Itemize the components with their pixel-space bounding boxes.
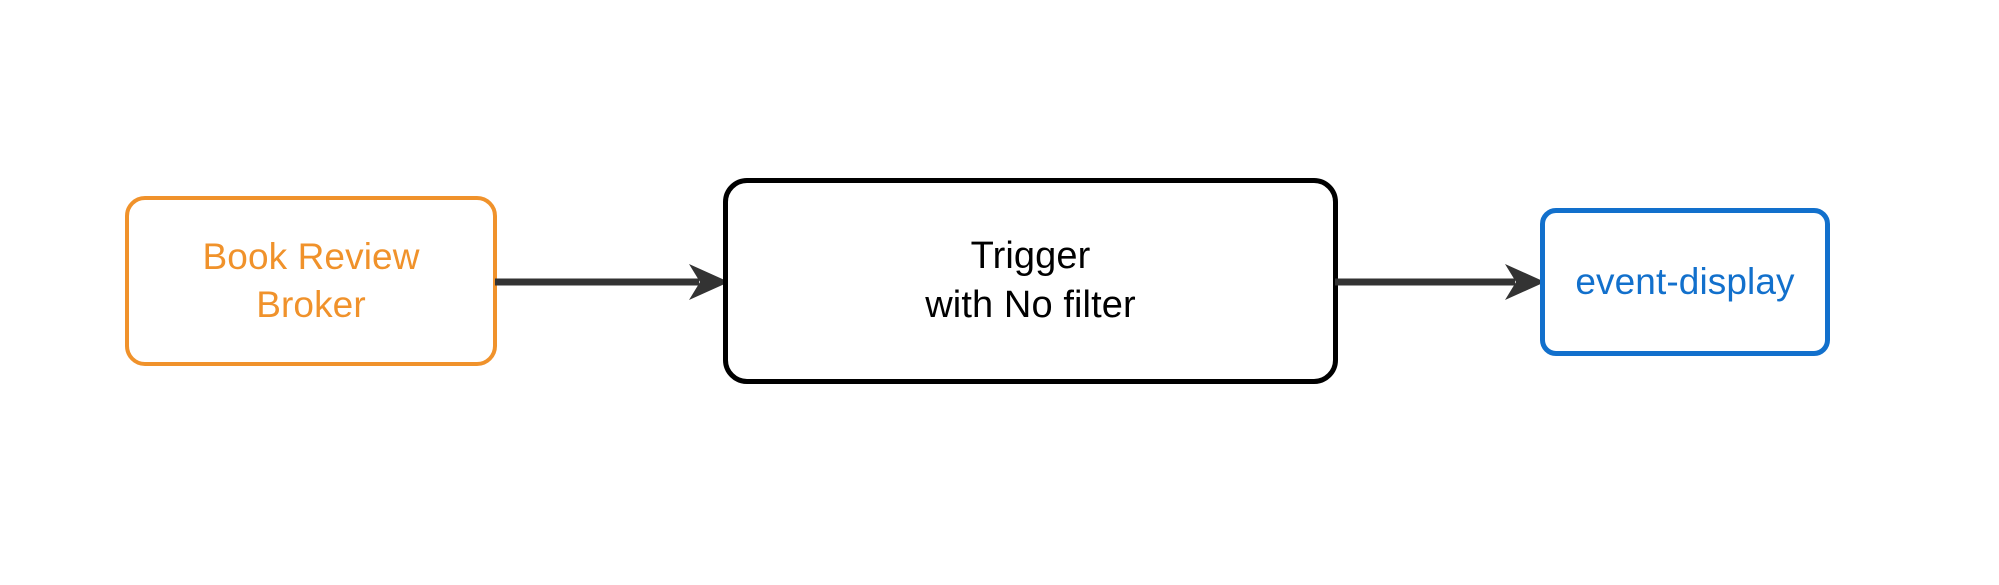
edge-trigger-to-sink xyxy=(1333,262,1545,302)
arrowhead-icon xyxy=(1505,264,1545,300)
node-trigger-with-no-filter[interactable]: Trigger with No filter xyxy=(723,178,1338,384)
edge-source-to-trigger xyxy=(493,262,729,302)
node-event-display-label: event-display xyxy=(1575,260,1795,302)
node-book-review-broker-label: Book Review Broker xyxy=(202,235,420,325)
node-trigger-with-no-filter-label: Trigger with No filter xyxy=(925,234,1136,326)
node-event-display[interactable]: event-display xyxy=(1540,208,1830,356)
node-book-review-broker[interactable]: Book Review Broker xyxy=(125,196,497,366)
